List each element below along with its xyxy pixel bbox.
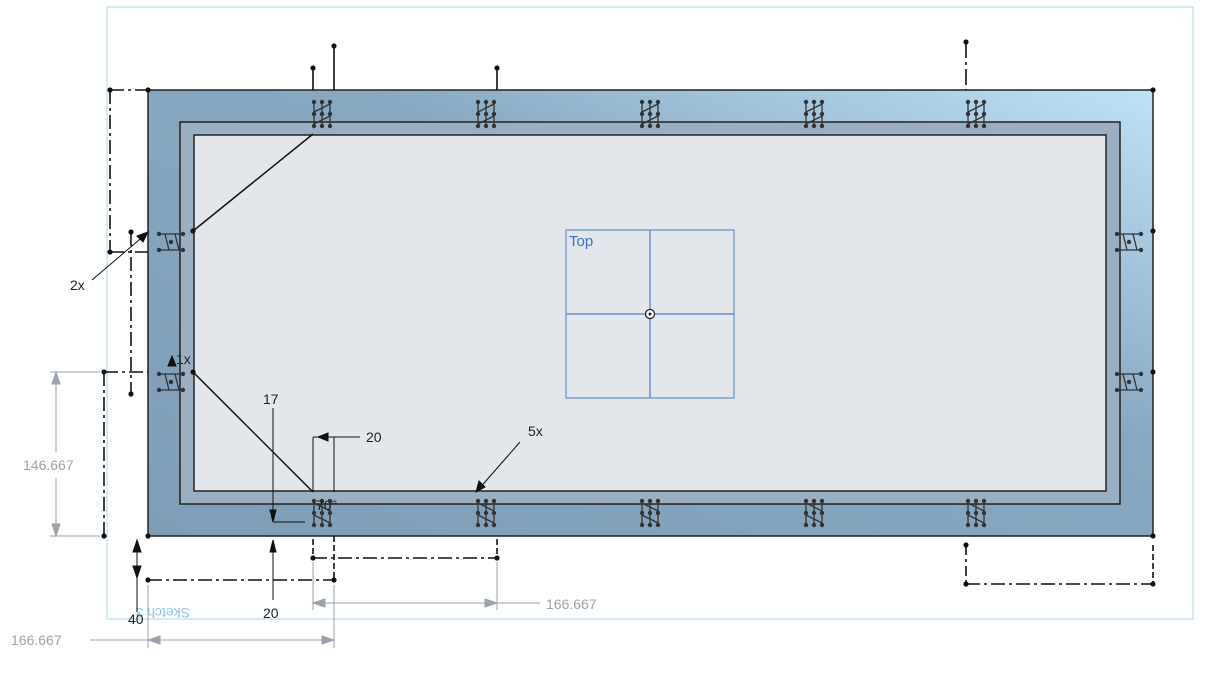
notch-cluster[interactable]	[639, 99, 661, 129]
dimension-166-right[interactable]	[311, 562, 540, 610]
dimension-20-top-label: 20	[366, 429, 382, 445]
dimension-166-bottom-label: 166.667	[11, 632, 62, 648]
notch-cluster[interactable]	[1114, 231, 1144, 253]
dimension-146[interactable]	[50, 370, 100, 538]
notch-cluster[interactable]	[803, 498, 825, 528]
dimension-166-bottom[interactable]	[90, 585, 336, 648]
count-5x-label: 5x	[528, 423, 543, 439]
count-1x-label: 1x	[176, 351, 191, 367]
dimension-146-label: 146.667	[23, 457, 74, 473]
sketch-label: Sketch 3	[135, 605, 190, 621]
notch-clusters[interactable]	[156, 99, 1144, 528]
count-2x-label: 2x	[70, 277, 85, 293]
dimension-20-bottom-label: 20	[263, 605, 279, 621]
notch-cluster[interactable]	[965, 498, 987, 528]
centerlines	[103, 42, 1154, 585]
dimension-166-right-label: 166.667	[546, 596, 597, 612]
sketch-line[interactable]	[192, 133, 314, 232]
angle-70-label: 70°	[316, 497, 337, 513]
top-plane-indicator[interactable]	[565, 229, 735, 399]
notch-cluster[interactable]	[639, 498, 661, 528]
sketch-line[interactable]	[192, 371, 314, 493]
notch-cluster[interactable]	[311, 99, 333, 129]
notch-cluster[interactable]	[156, 231, 186, 253]
notch-cluster[interactable]	[156, 371, 186, 393]
pattern-count-leaders[interactable]	[91, 231, 521, 494]
dimension-small[interactable]	[132, 408, 360, 612]
notch-cluster[interactable]	[475, 99, 497, 129]
notch-cluster[interactable]	[311, 498, 333, 528]
dimension-40-label: 40	[128, 611, 144, 627]
notch-cluster[interactable]	[965, 99, 987, 129]
viewport-frame	[106, 6, 1194, 620]
dimension-17-label: 17	[263, 391, 279, 407]
plane-label: Top	[569, 233, 593, 250]
notch-cluster[interactable]	[803, 99, 825, 129]
notch-cluster[interactable]	[475, 498, 497, 528]
notch-cluster[interactable]	[1114, 371, 1144, 393]
sketch-points[interactable]	[101, 39, 1156, 587]
